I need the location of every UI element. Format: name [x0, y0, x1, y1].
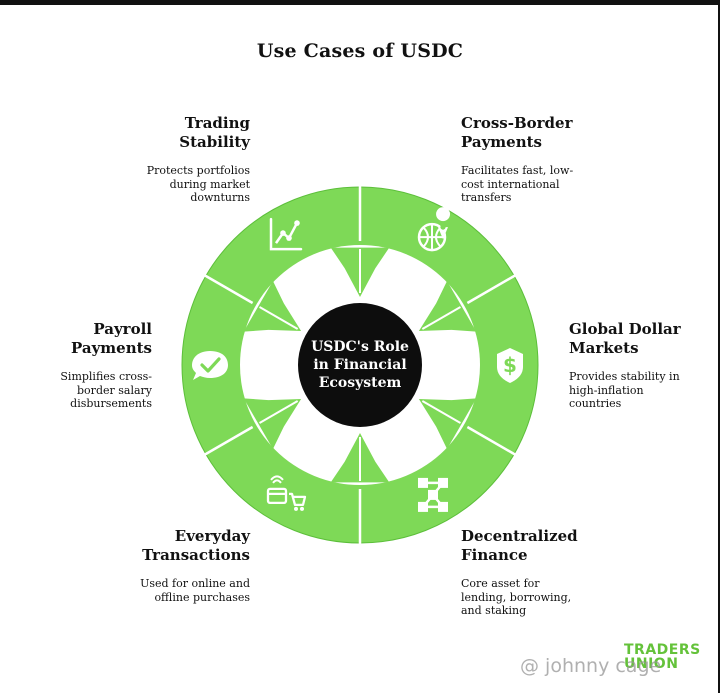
ring-divider	[203, 273, 254, 305]
inward-arrow	[243, 398, 302, 450]
inward-arrow	[418, 398, 477, 450]
center-hub	[298, 303, 422, 427]
segment-description: Facilitates fast, low-cost international…	[461, 164, 574, 204]
arrow-divider	[259, 400, 299, 424]
dollar-shield-icon: $	[497, 348, 523, 383]
inward-arrow	[243, 280, 302, 332]
chart-up-icon	[269, 217, 303, 251]
ring-divider	[203, 425, 254, 457]
diagram-title: Use Cases of USDC	[256, 40, 464, 62]
ring-divider	[466, 273, 517, 305]
check-chat-icon	[192, 351, 228, 380]
right-border	[718, 0, 720, 693]
traders-union-logo: TRADERS UNION	[624, 642, 701, 672]
arrow-divider	[421, 400, 461, 424]
ring-divider	[466, 425, 517, 457]
inward-arrow	[418, 280, 477, 332]
globe-location-icon	[417, 207, 451, 252]
arrow-divider	[259, 306, 299, 330]
blockchain-icon	[418, 477, 448, 512]
card-cart-icon	[266, 475, 307, 511]
arrow-divider	[421, 306, 461, 330]
watermark: @ johnny cage	[520, 655, 662, 677]
svg-text:$: $	[503, 353, 517, 377]
top-border	[0, 0, 720, 5]
